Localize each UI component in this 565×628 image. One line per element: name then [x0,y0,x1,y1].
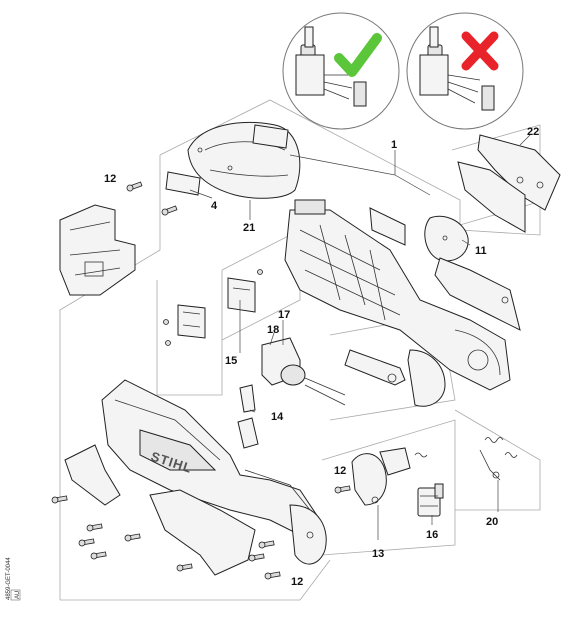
callout-12-left: 12 [334,465,346,477]
part-18-control-module [261,337,346,406]
callout-11: 11 [475,245,487,257]
callout-13: 13 [372,548,384,560]
callout-16: 16 [426,529,438,541]
callout-14: 14 [271,411,284,423]
document-code-suffix: AU [15,591,21,599]
part-11-gasket [424,215,469,262]
callout-15: 15 [225,355,237,367]
document-code: 4859-GET-0044 AU [6,557,21,601]
part-14-trigger [237,384,259,449]
callout-22: 22 [527,126,539,138]
part-4-left-shell [59,204,136,296]
document-code-text: 4859-GET-0044 [6,557,12,600]
callout-labels: 1 22 12 4 21 11 17 18 15 14 12 20 16 13 … [104,126,539,588]
wrong-orientation-circle [406,12,524,130]
callout-20: 20 [486,516,498,528]
part-15-switch-assembly [163,269,263,346]
callout-18: 18 [267,324,279,336]
screws [51,181,351,580]
left-small-cover [64,444,121,506]
part-16-switch [417,483,444,517]
label-stickers [165,124,406,246]
callout-4: 4 [211,200,218,212]
callout-21: 21 [243,222,255,234]
part-13-bracket [351,447,428,506]
part-22-side-covers [434,134,561,331]
callout-1: 1 [391,139,397,151]
check-icon [334,33,382,77]
part-1-chassis [284,199,511,391]
cross-icon [461,31,499,71]
correct-orientation-circle [282,12,400,130]
lower-grip-cover [149,489,327,576]
leader-lines [189,134,531,540]
main-housing: STIHL [101,379,321,541]
callout-17: 17 [278,309,290,321]
callout-12-top: 12 [104,173,116,185]
lever-group [344,349,446,407]
callout-12-bottom: 12 [291,576,303,588]
part-20-springs [479,437,518,481]
